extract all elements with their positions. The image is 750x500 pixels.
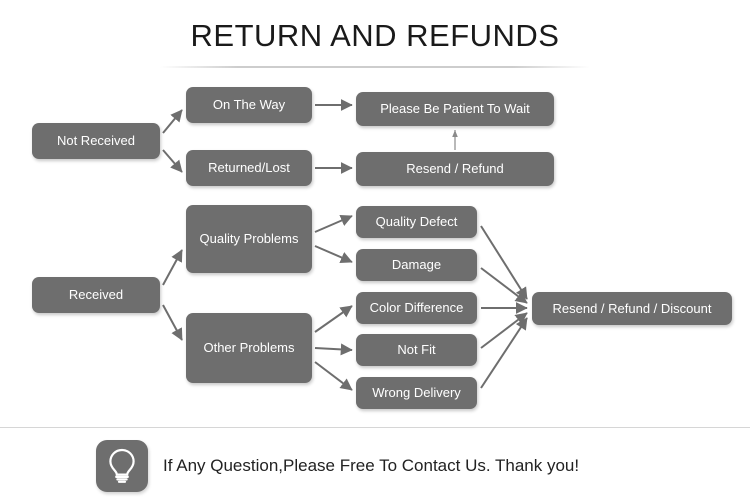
footer-divider (0, 427, 750, 428)
node-damage[interactable]: Damage (356, 249, 477, 281)
lightbulb-icon (96, 440, 148, 492)
node-not-received[interactable]: Not Received (32, 123, 160, 159)
page-title: RETURN AND REFUNDS (190, 18, 560, 53)
node-returned-lost[interactable]: Returned/Lost (186, 150, 312, 186)
node-resend-refund[interactable]: Resend / Refund (356, 152, 554, 186)
node-on-the-way[interactable]: On The Way (186, 87, 312, 123)
footer: If Any Question,Please Free To Contact U… (96, 438, 579, 494)
node-wrong-delivery[interactable]: Wrong Delivery (356, 377, 477, 409)
node-quality-problems[interactable]: Quality Problems (186, 205, 312, 273)
edge-quality-defect-to-resend-refund-discount (480, 225, 528, 300)
node-other-problems[interactable]: Other Problems (186, 313, 312, 383)
node-please-be-patient-to-wait[interactable]: Please Be Patient To Wait (356, 92, 554, 126)
node-color-difference[interactable]: Color Difference (356, 292, 477, 324)
edge-received-to-quality-problems (162, 249, 183, 286)
edge-quality-problems-to-damage (314, 245, 353, 264)
edge-not-received-to-on-the-way (162, 109, 183, 134)
edge-wrong-delivery-to-resend-refund-discount (480, 317, 528, 389)
edge-other-problems-to-not-fit (314, 343, 353, 356)
node-not-fit[interactable]: Not Fit (356, 334, 477, 366)
title-divider (160, 66, 590, 68)
edge-other-problems-to-wrong-delivery (314, 361, 353, 391)
node-resend-refund-discount[interactable]: Resend / Refund / Discount (532, 292, 732, 325)
edge-not-received-to-returned-lost (162, 149, 183, 173)
node-quality-defect[interactable]: Quality Defect (356, 206, 477, 238)
edge-quality-problems-to-quality-defect (314, 214, 353, 233)
footer-text: If Any Question,Please Free To Contact U… (163, 456, 580, 475)
edge-received-to-other-problems (162, 304, 183, 341)
edge-other-problems-to-color-difference (314, 305, 353, 333)
node-received[interactable]: Received (32, 277, 160, 313)
edge-not-fit-to-resend-refund-discount (480, 312, 528, 349)
edge-damage-to-resend-refund-discount (480, 267, 528, 304)
